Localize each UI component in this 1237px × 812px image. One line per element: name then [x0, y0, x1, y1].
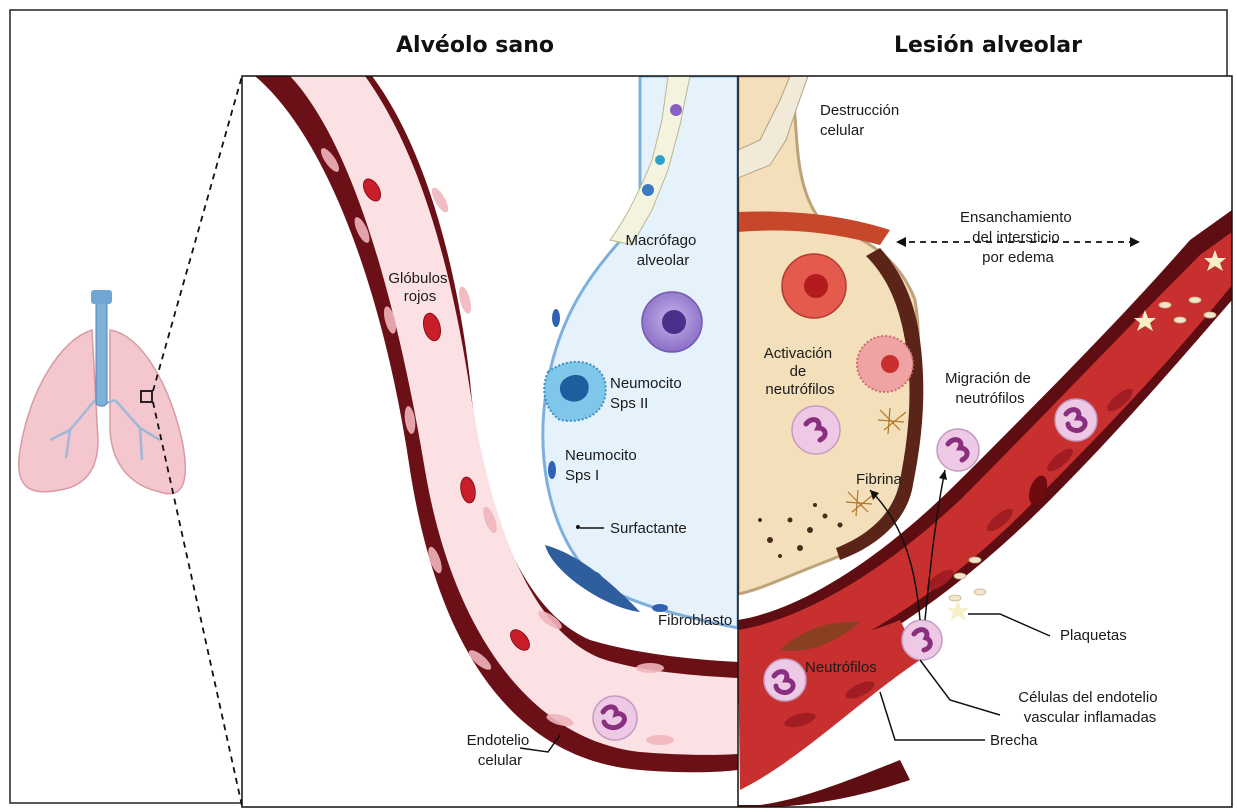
neutrophil-transmigrating	[902, 620, 942, 660]
label-fibrina: Fibrina	[856, 471, 903, 488]
label-celulas-2: vascular inflamadas	[1024, 709, 1157, 726]
label-brecha: Brecha	[990, 732, 1038, 749]
label-ensanchamiento-2: del intersticio	[972, 229, 1060, 246]
larynx	[91, 290, 112, 304]
label-activacion-1: Activación	[764, 345, 832, 362]
label-macrofago-2: alveolar	[637, 252, 690, 269]
left-panel-title: Alvéolo sano	[396, 33, 554, 58]
label-endotelio-2: celular	[478, 752, 522, 769]
label-neumocito-i-1: Neumocito	[565, 447, 637, 464]
club-cell	[642, 184, 654, 196]
label-activacion-3: neutrófilos	[765, 381, 834, 398]
right-lung	[110, 330, 185, 494]
label-plaquetas: Plaquetas	[1060, 627, 1127, 644]
label-neutrofilos: Neutrófilos	[805, 659, 877, 676]
zoom-line-top	[153, 76, 242, 391]
label-fibroblasto: Fibroblasto	[658, 612, 732, 629]
label-destruccion-2: celular	[820, 122, 864, 139]
label-neumocito-ii-1: Neumocito	[610, 375, 682, 392]
label-neumocito-i-2: Sps I	[565, 467, 599, 484]
neutrophil-healthy	[593, 696, 637, 740]
goblet-cell	[670, 104, 682, 116]
ciliated-cell	[655, 155, 665, 165]
macrophage-nucleus	[662, 310, 686, 334]
label-endotelio-1: Endotelio	[467, 732, 530, 749]
label-activacion-2: de	[790, 363, 807, 380]
label-surfactante: Surfactante	[610, 520, 687, 537]
label-neumocito-ii-2: Sps II	[610, 395, 648, 412]
label-ensanchamiento-3: por edema	[982, 249, 1054, 266]
label-migracion-2: neutrófilos	[955, 390, 1024, 407]
label-destruccion-1: Destrucción	[820, 102, 899, 119]
label-macrofago-1: Macrófago	[625, 232, 696, 249]
trachea	[96, 296, 107, 406]
label-ensanchamiento-1: Ensanchamiento	[960, 209, 1072, 226]
label-globulos-rojos-1: Glóbulos	[388, 270, 447, 287]
label-migracion-1: Migración de	[945, 370, 1031, 387]
right-panel-title: Lesión alveolar	[894, 33, 1082, 58]
lungs-illustration	[19, 290, 186, 494]
label-globulos-rojos-2: rojos	[404, 288, 437, 305]
label-celulas-1: Células del endotelio	[1018, 689, 1157, 706]
